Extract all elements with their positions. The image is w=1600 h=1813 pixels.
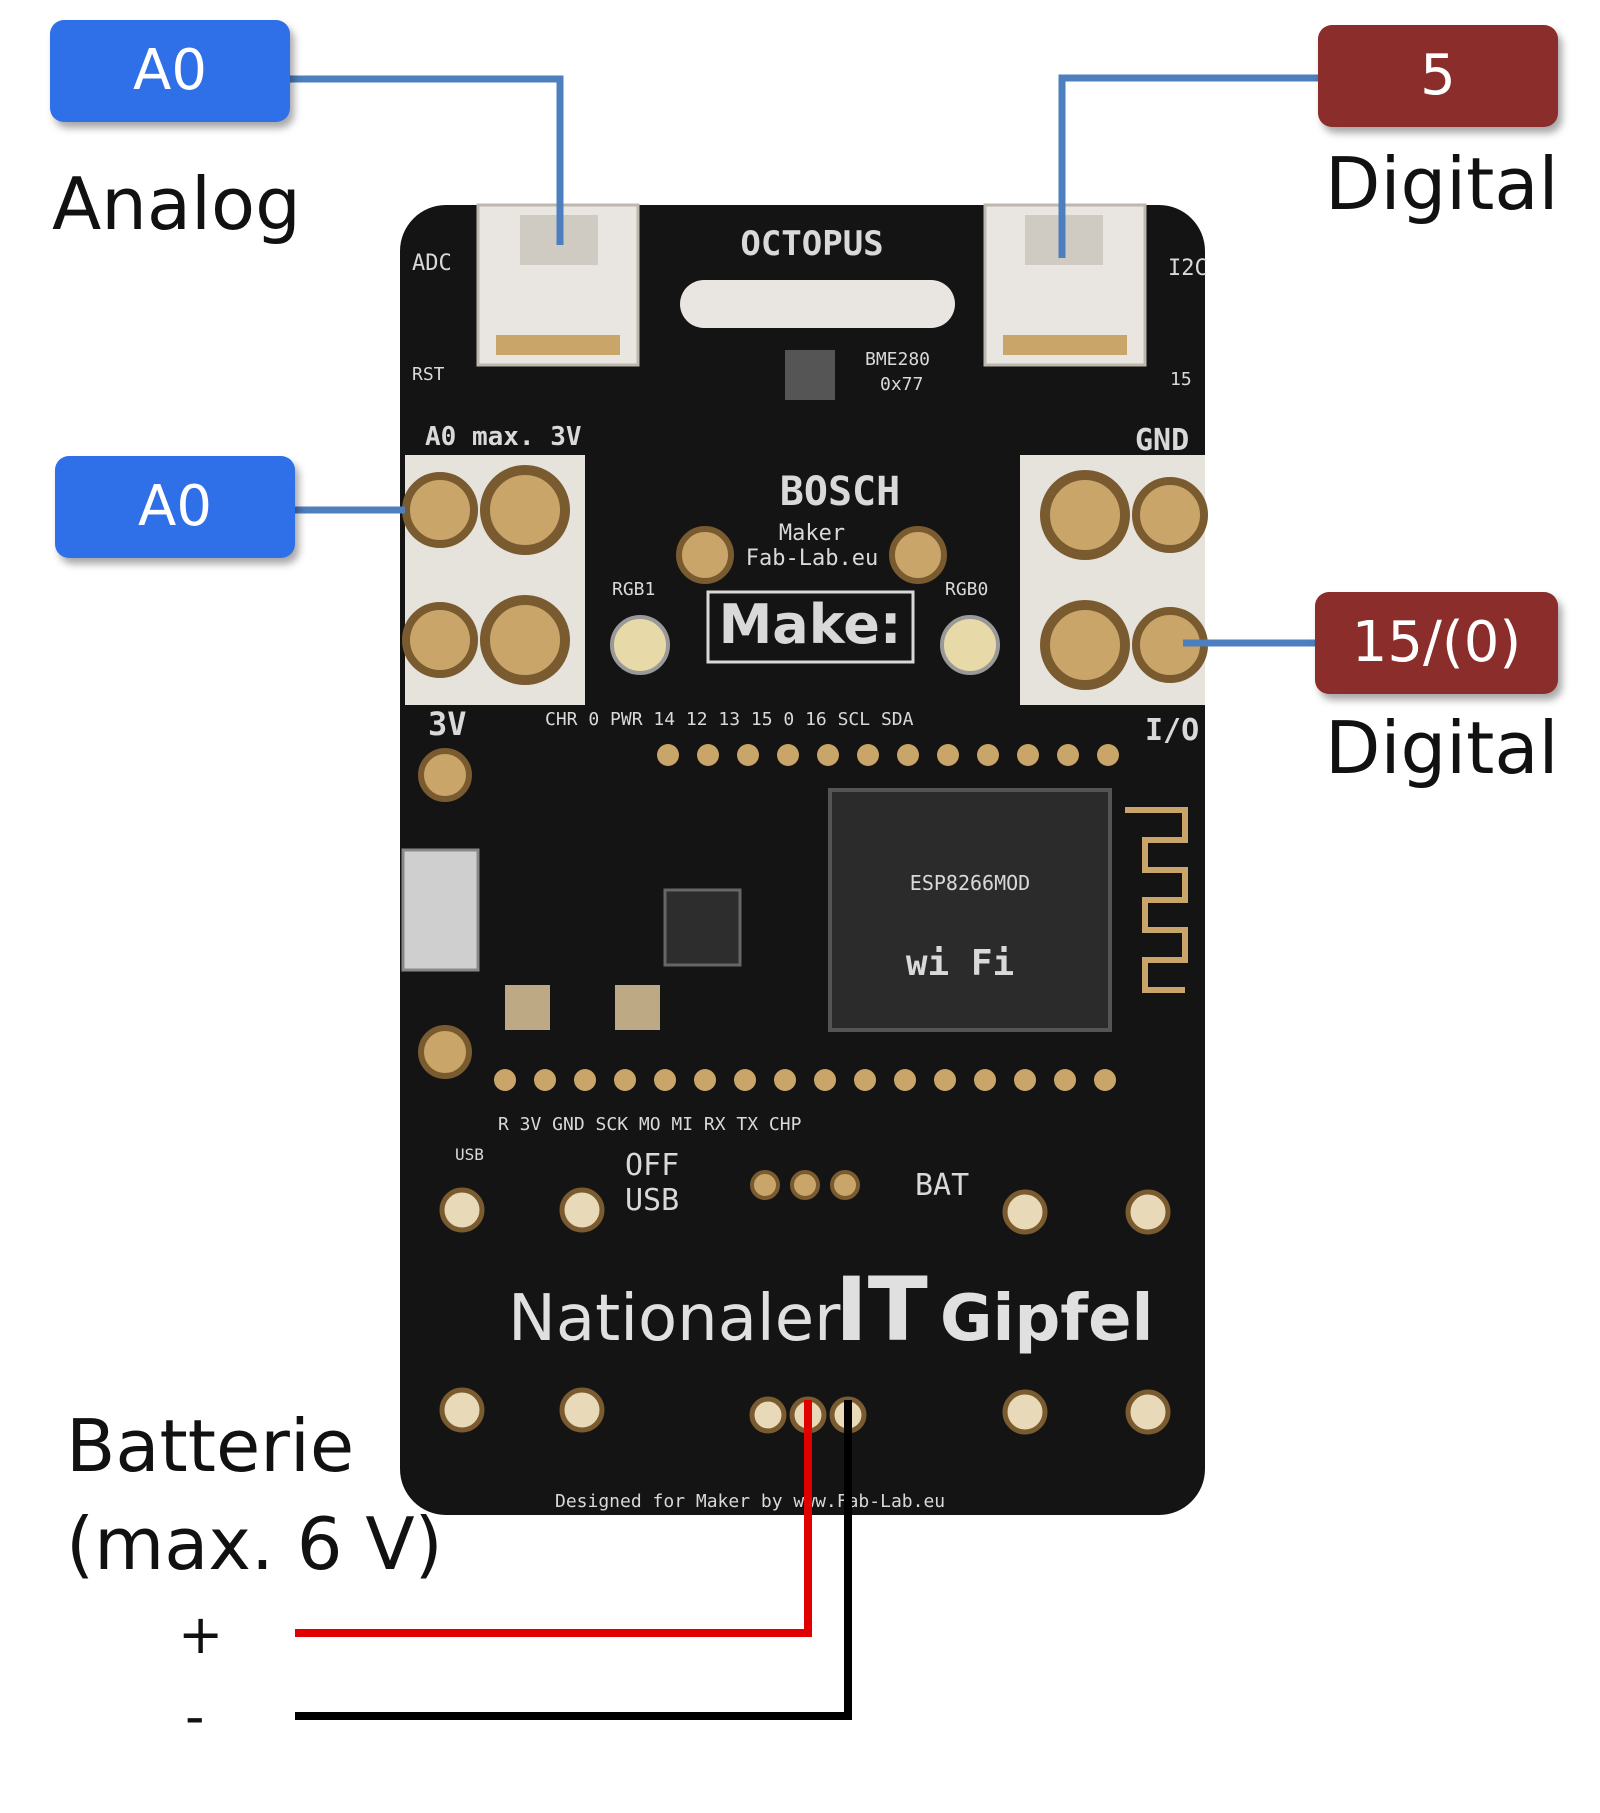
caption-digital-mid: Digital bbox=[1325, 706, 1559, 790]
io-label: I/O bbox=[1145, 713, 1199, 748]
footer-text: Designed for Maker by www.Fab-Lab.eu bbox=[555, 1491, 945, 1512]
adc-label: ADC bbox=[412, 251, 452, 276]
maker-text: Maker bbox=[779, 521, 845, 546]
bottom-pins-label: R 3V GND SCK MO MI RX TX CHP bbox=[498, 1114, 802, 1135]
switch-pads bbox=[750, 1170, 860, 1200]
esp-text: ESP8266MOD bbox=[910, 871, 1030, 895]
pcb-board bbox=[400, 205, 1205, 1515]
left-mid-pad bbox=[418, 1025, 472, 1079]
off-label: OFF bbox=[625, 1148, 679, 1183]
pin-row-label: CHR 0 PWR 14 12 13 15 0 16 SCL SDA bbox=[545, 709, 914, 730]
header-pins-top bbox=[657, 744, 1119, 766]
board-slot bbox=[680, 280, 955, 328]
rgb0-led bbox=[940, 615, 1000, 675]
component-1 bbox=[505, 985, 550, 1030]
sensor-label: BME280 bbox=[865, 349, 930, 370]
usb-switch-label: USB bbox=[625, 1183, 679, 1218]
rgb1-label: RGB1 bbox=[612, 579, 655, 600]
3v-pad bbox=[418, 748, 472, 802]
sensor-addr-label: 0x77 bbox=[880, 374, 923, 395]
rgb0-label: RGB0 bbox=[945, 579, 988, 600]
battery-plus-label: + bbox=[178, 1603, 224, 1666]
center-pad-right bbox=[889, 526, 947, 584]
rst-label: RST bbox=[412, 364, 445, 385]
board-name: OCTOPUS bbox=[740, 224, 883, 264]
badge-mid-left-a0: A0 bbox=[55, 456, 295, 558]
pin15-label: 15 bbox=[1170, 369, 1192, 390]
usb-label: USB bbox=[455, 1145, 484, 1164]
bosch-logo-text: BOSCH bbox=[780, 469, 900, 515]
usb-port bbox=[401, 848, 480, 972]
3v-label: 3V bbox=[428, 705, 467, 743]
right-pad-block bbox=[1020, 455, 1208, 705]
bat-label: BAT bbox=[915, 1168, 969, 1203]
i2c-label: I2C bbox=[1168, 256, 1208, 281]
mount-holes bbox=[439, 1187, 1171, 1435]
brand-gipfel: Gipfel bbox=[940, 1282, 1153, 1356]
line-top-right bbox=[1058, 74, 1318, 258]
grove-connector-left bbox=[476, 203, 640, 367]
gnd-label: GND bbox=[1135, 423, 1189, 458]
wifi-logo-text: wi Fi bbox=[906, 943, 1014, 984]
battery-note: (max. 6 V) bbox=[66, 1502, 443, 1586]
caption-digital-top: Digital bbox=[1325, 142, 1559, 226]
connector-lines bbox=[290, 74, 1318, 647]
left-pad-block bbox=[402, 455, 585, 705]
brand-nationaler: Nationaler bbox=[508, 1282, 841, 1356]
header-pins-bottom bbox=[494, 1069, 1116, 1091]
center-pad-left bbox=[676, 526, 734, 584]
make-logo-text: Make: bbox=[719, 593, 902, 656]
battery-wire-plus bbox=[295, 1400, 812, 1637]
badge-top-left-a0: A0 bbox=[50, 20, 290, 122]
caption-analog: Analog bbox=[52, 162, 301, 246]
brand-it: IT bbox=[835, 1258, 928, 1361]
badge-mid-right-15: 15/(0) bbox=[1315, 592, 1558, 694]
battery-wire-minus bbox=[295, 1400, 852, 1720]
rgb1-led bbox=[610, 615, 670, 675]
fablab-text: Fab-Lab.eu bbox=[746, 546, 878, 571]
a0-max-label: A0 max. 3V bbox=[425, 422, 582, 452]
line-top-left bbox=[290, 75, 564, 245]
sensor-chip bbox=[785, 350, 835, 400]
make-box bbox=[706, 590, 915, 664]
component-2 bbox=[615, 985, 660, 1030]
badge-top-right-5: 5 bbox=[1318, 25, 1558, 127]
main-chip bbox=[663, 888, 742, 967]
esp-module: ESP8266MOD wi Fi bbox=[828, 788, 1188, 1032]
battery-title: Batterie bbox=[66, 1404, 355, 1488]
battery-minus-label: - bbox=[185, 1685, 205, 1748]
